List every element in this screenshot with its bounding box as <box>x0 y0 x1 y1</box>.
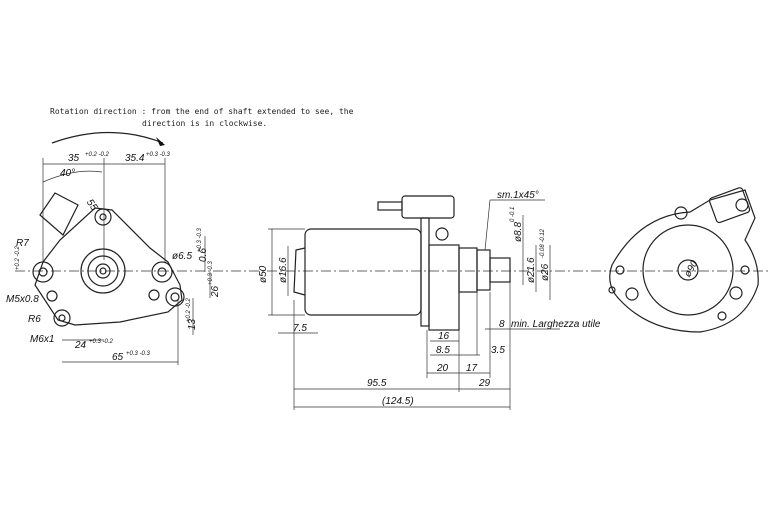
dim-35-tol: +0.2 -0.2 <box>85 152 110 158</box>
radius-r6: R6 <box>28 314 41 325</box>
thread-m5: M5x0.8 <box>6 294 39 305</box>
front-view <box>32 158 211 365</box>
dim-d50: ø50 <box>258 265 269 283</box>
dim-20: 20 <box>436 363 449 374</box>
rotation-arrow <box>51 131 164 144</box>
dim-26-tol: +0.3 -0.3 <box>208 260 214 285</box>
dim-d21-6: ø21.6 <box>526 257 537 283</box>
dim-8: 8 <box>499 319 505 330</box>
rotation-note-line2: direction is in clockwise. <box>142 119 267 128</box>
dim-17: 17 <box>466 363 478 374</box>
dim-35-4-tol: +0.3 -0.3 <box>146 152 171 158</box>
arrow-head <box>156 137 165 146</box>
side-view <box>268 195 560 410</box>
dim-0-6: 0.6 <box>198 248 209 262</box>
thread-m6: M6x1 <box>30 334 54 345</box>
dim-65: 65 <box>112 352 124 363</box>
dim-d8-8-tol: 0 -0.1 <box>510 207 516 222</box>
dim-124-5: (124.5) <box>382 396 414 407</box>
dim-24-tol: +0.3 -0.2 <box>89 339 114 345</box>
angle-40: 40° <box>60 168 75 179</box>
dim-29: 29 <box>478 378 491 389</box>
dim-d8-8: ø8.8 <box>513 222 524 242</box>
dim-d26-tol: -0.08 -0.12 <box>540 228 546 258</box>
radius-r7: R7 <box>16 238 29 249</box>
dim-35-4: 35.4 <box>125 153 145 164</box>
dim-d16-6: ø16.6 <box>278 257 289 283</box>
rear-view <box>608 187 759 333</box>
hole-diameter: ø6.5 <box>172 251 192 262</box>
useful-width-label: min. Larghezza utile <box>511 319 601 330</box>
rotation-note-line1: Rotation direction : from the end of sha… <box>50 107 354 116</box>
chamfer-label: sm.1x45° <box>497 190 539 201</box>
dim-7-5: 7.5 <box>293 323 307 334</box>
dim-d26: ø26 <box>540 263 551 281</box>
dim-24: 24 <box>74 340 87 351</box>
dim-95-5: 95.5 <box>367 378 387 389</box>
dim-8-5: 8.5 <box>436 345 450 356</box>
dim-13-tol: +0.2 -0.2 <box>186 297 192 322</box>
dim-35: 35 <box>68 153 80 164</box>
dim-16: 16 <box>438 331 450 342</box>
dim-3-5: 3.5 <box>491 345 505 356</box>
left-tolerance: +0.2 -0.2 <box>15 245 21 270</box>
dim-26: 26 <box>210 285 221 298</box>
dim-65-tol: +0.3 -0.3 <box>126 351 151 357</box>
dim-13: 13 <box>187 318 198 330</box>
dim-0-6-tol: +0.3 -0.3 <box>197 227 203 252</box>
